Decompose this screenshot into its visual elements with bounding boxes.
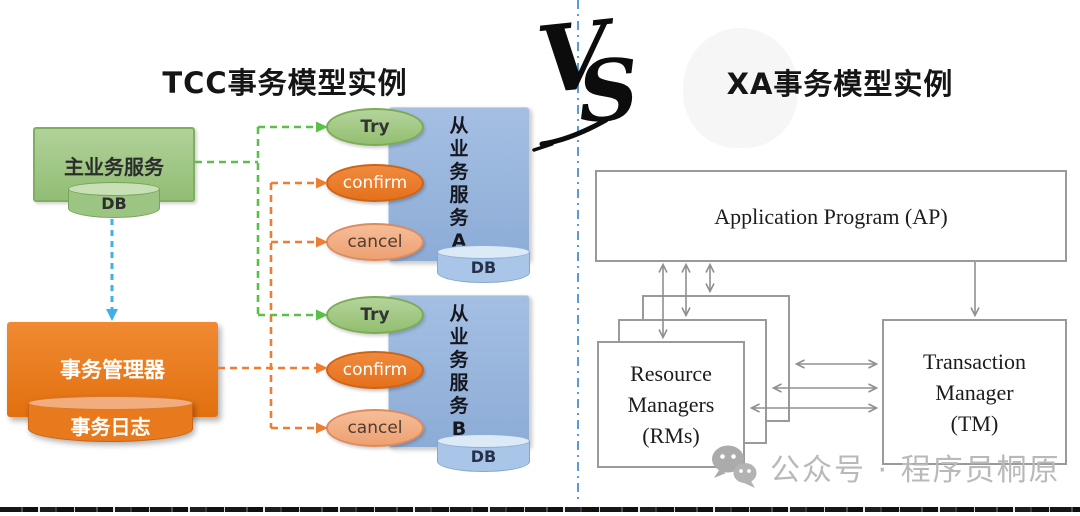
slave-service-b-label: 从 业 务 服 务 B bbox=[388, 304, 530, 440]
application-program-label: Application Program (AP) bbox=[714, 203, 948, 229]
vs-letter-s: S bbox=[575, 39, 642, 142]
tm-label-line2: Manager bbox=[935, 379, 1014, 405]
vtext-char: 务 bbox=[449, 395, 469, 417]
tcc-diagram-title: TCC事务模型实例 bbox=[162, 66, 408, 100]
blue-arrowhead bbox=[106, 309, 118, 321]
orange-dashed-connectors bbox=[218, 181, 316, 430]
confirm-ellipse-b: confirm bbox=[326, 351, 424, 389]
wechat-icon bbox=[712, 445, 757, 488]
vtext-char: 服 bbox=[449, 184, 469, 206]
try-ellipse-b: Try bbox=[326, 296, 424, 334]
tx-manager-label: 事务管理器 bbox=[60, 358, 165, 382]
transaction-manager-box: Transaction Manager (TM) bbox=[882, 319, 1067, 465]
confirm-label: confirm bbox=[342, 360, 408, 380]
confirm-label: confirm bbox=[342, 173, 408, 193]
slave-a-db-cylinder: DB bbox=[437, 245, 530, 283]
vs-brush-swash-2 bbox=[532, 142, 554, 152]
vtext-char: 从 bbox=[449, 303, 469, 325]
cancel-ellipse-a: cancel bbox=[326, 223, 424, 261]
try-ellipse-a: Try bbox=[326, 108, 424, 146]
application-program-box: Application Program (AP) bbox=[595, 170, 1067, 262]
try-label: Try bbox=[360, 117, 390, 137]
slave-b-db-label: DB bbox=[470, 447, 497, 466]
vtext-char: 业 bbox=[449, 326, 469, 348]
tm-label-line3: (TM) bbox=[950, 410, 999, 436]
vtext-char: 业 bbox=[449, 138, 469, 160]
vs-brush-swash bbox=[539, 117, 609, 147]
main-service-db-cylinder: DB bbox=[68, 182, 160, 218]
main-service-db-label: DB bbox=[101, 194, 127, 213]
tx-log-label: 事务日志 bbox=[70, 415, 151, 439]
resource-managers-front-box: Resource Managers (RMs) bbox=[597, 341, 745, 468]
green-dashed-connectors bbox=[195, 125, 316, 317]
watermark-text: 公众号 · 程序员桐原 bbox=[770, 453, 1061, 488]
slave-a-db-label: DB bbox=[470, 258, 497, 277]
bottom-artifact-strip bbox=[0, 507, 1080, 512]
cancel-ellipse-b: cancel bbox=[326, 409, 424, 447]
tx-log-cylinder: 事务日志 bbox=[28, 396, 193, 442]
main-service-label: 主业务服务 bbox=[64, 155, 164, 179]
tm-label-line1: Transaction bbox=[922, 348, 1027, 374]
faint-watermark-blob bbox=[683, 28, 798, 148]
rm-label-line1: Resource bbox=[630, 361, 712, 386]
vtext-char: 务 bbox=[449, 161, 469, 183]
vtext-char: 务 bbox=[449, 349, 469, 371]
rm-label-line2: Managers bbox=[627, 392, 715, 417]
rm-label-line3: (RMs) bbox=[642, 423, 700, 448]
vtext-char: 从 bbox=[449, 115, 469, 137]
vtext-char: 务 bbox=[449, 207, 469, 229]
vs-logo: V S bbox=[532, 0, 642, 152]
vtext-char: 服 bbox=[449, 372, 469, 394]
try-label: Try bbox=[360, 305, 390, 325]
confirm-ellipse-a: confirm bbox=[326, 164, 424, 202]
slave-b-db-cylinder: DB bbox=[437, 434, 530, 472]
watermark: 公众号 · 程序员桐原 bbox=[710, 444, 1061, 490]
xa-diagram-title: XA事务模型实例 bbox=[726, 67, 954, 101]
cancel-label: cancel bbox=[347, 232, 403, 252]
cancel-label: cancel bbox=[347, 418, 403, 438]
